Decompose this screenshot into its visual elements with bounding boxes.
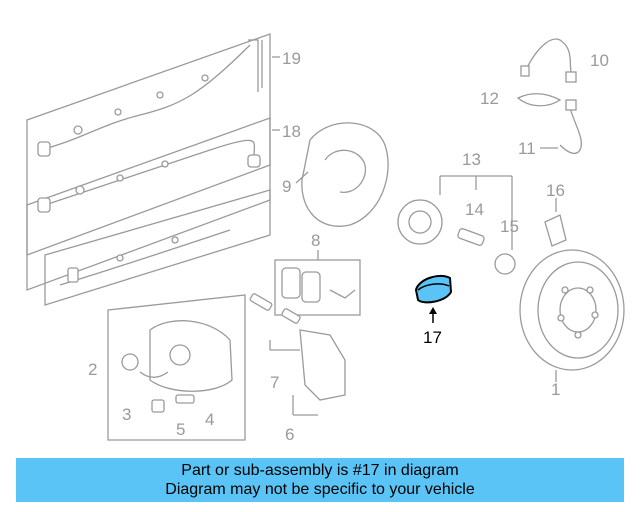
callout-15: 15 — [500, 217, 519, 236]
callout-12: 12 — [480, 89, 499, 108]
callout-14: 14 — [465, 200, 484, 219]
sensor-wire-panel-bottom — [44, 189, 271, 306]
callout-17[interactable]: 17 — [423, 328, 442, 347]
sensor-wire-panel-upper — [26, 33, 280, 256]
banner-line-1: Part or sub-assembly is #17 in diagram — [181, 462, 459, 479]
callout-1: 1 — [551, 380, 560, 399]
callout-4: 4 — [205, 410, 214, 429]
speed-sensor — [544, 198, 567, 247]
callout-16: 16 — [546, 181, 565, 200]
dust-shield — [295, 122, 389, 227]
callout-13: 13 — [462, 150, 481, 169]
brake-hoses — [516, 38, 582, 154]
guide-pins-and-bracket — [249, 293, 346, 416]
sensor-wire-panel-lower — [26, 117, 280, 291]
callout-2: 2 — [88, 360, 97, 379]
callout-labels: 1 2 3 4 5 6 7 8 9 10 11 12 13 14 15 16 1… — [88, 49, 609, 444]
callout-3: 3 — [122, 405, 131, 424]
callout-11: 11 — [518, 139, 536, 158]
callout-9: 9 — [282, 177, 291, 196]
banner-line-2: Diagram may not be specific to your vehi… — [165, 481, 475, 498]
brake-pad-kit — [274, 250, 361, 316]
callout-18: 18 — [282, 122, 301, 141]
caliper-assembly — [107, 294, 246, 441]
callout-6: 6 — [285, 425, 294, 444]
info-banner: Part or sub-assembly is #17 in diagram D… — [16, 458, 624, 502]
callout-19: 19 — [282, 49, 301, 68]
callout-7: 7 — [270, 373, 279, 392]
brake-rotor — [519, 249, 625, 382]
callout-8: 8 — [311, 231, 320, 250]
wheel-hub — [397, 175, 516, 275]
callout-5: 5 — [176, 420, 185, 439]
highlighted-part-17[interactable] — [414, 274, 453, 323]
callout-10: 10 — [590, 51, 609, 70]
